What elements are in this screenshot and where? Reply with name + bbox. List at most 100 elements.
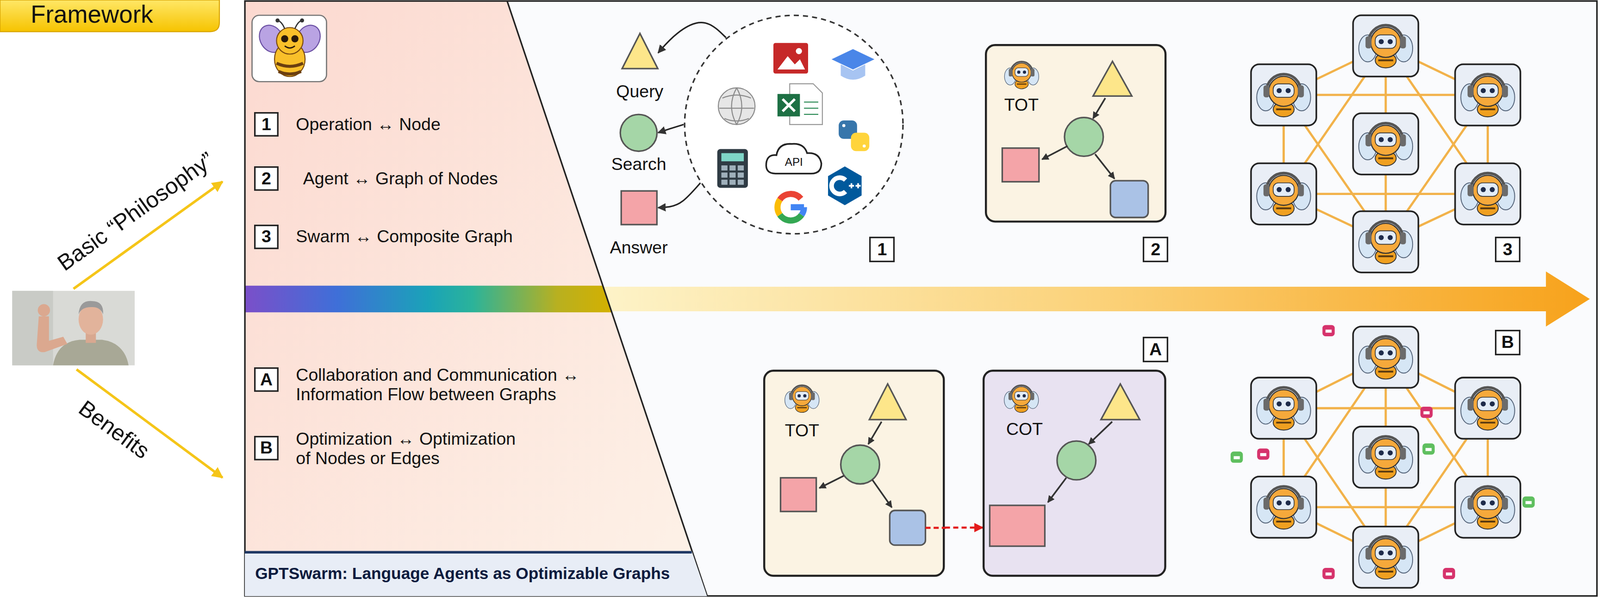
agent-swarm (1285, 87, 1291, 94)
agent-swarm (1263, 85, 1270, 98)
tool-arrow (658, 182, 701, 208)
tool-circle-outline (717, 149, 748, 188)
agent-swarm (1400, 232, 1407, 245)
bee-logo (280, 35, 288, 43)
item-number-box-outline (255, 435, 279, 460)
node-text: 1 (877, 239, 888, 259)
communicating-swarm (1375, 545, 1396, 560)
node-text: TOT (784, 420, 820, 440)
panel-divider (507, 0, 708, 596)
agent-swarm (1268, 175, 1299, 206)
panel-number-outline (1495, 329, 1520, 355)
communicating-swarm (1365, 347, 1372, 360)
agent-panel-outline (982, 369, 1167, 577)
text-holder: 3 (261, 226, 272, 247)
communicating-swarm (1375, 345, 1396, 360)
agent-panel-outline (1011, 62, 1031, 82)
agent-panel-outline (795, 391, 810, 400)
communicating-swarm (1501, 398, 1508, 411)
communicating-swarm (1370, 438, 1401, 469)
communicating-swarm (1285, 400, 1291, 406)
tool-circle-outline (790, 204, 805, 211)
panel-number: 2 (1142, 236, 1169, 262)
communicating-swarm (1365, 447, 1372, 460)
progress-arrow (603, 271, 1590, 327)
agent-swarm (1251, 162, 1317, 225)
communicating-swarm (1268, 488, 1299, 519)
communicating-swarm (1480, 400, 1486, 406)
bee-logo (276, 27, 303, 54)
tool-circle: API (683, 14, 904, 235)
agent-panel-outline (890, 510, 926, 545)
arrow-label: Benefits (74, 395, 155, 464)
communicating-swarm (1387, 549, 1393, 555)
agent-swarm (1455, 64, 1521, 126)
text-holder: B (260, 437, 273, 458)
agent-swarm (1477, 182, 1499, 197)
agent-swarm (1352, 15, 1419, 77)
agent-swarm (1455, 162, 1521, 225)
tool-circle-outline (766, 143, 822, 174)
item-number-box: 3 (254, 224, 279, 250)
agent-swarm (1501, 184, 1508, 197)
bee-logo (291, 35, 299, 43)
agent-swarm (1370, 125, 1401, 156)
agent-panel-outline (810, 392, 815, 400)
communicating-swarm (1378, 370, 1394, 373)
agent-panel-outline (1016, 70, 1021, 74)
communicating-swarm (1276, 400, 1282, 406)
communicating-swarm (1263, 497, 1270, 510)
tool-circle-outline (777, 199, 780, 215)
agent-panel-outline (1014, 391, 1029, 400)
tool-circle-outline (718, 87, 755, 125)
communicating-swarm (1285, 499, 1291, 505)
tool-circle-outline (773, 43, 809, 74)
agent-swarm (1251, 15, 1521, 273)
text-holder: TOT (784, 420, 820, 441)
list-text: Collaboration and Communication ↔ Inform… (295, 364, 579, 404)
communicating-swarm (1251, 476, 1317, 538)
communicating-swarm (1352, 326, 1419, 388)
text-holder: B (1501, 332, 1514, 352)
agent-panel-outline (1057, 440, 1096, 480)
communicating-swarm (1297, 497, 1304, 510)
text-holder: Operation ↔ Node (295, 114, 441, 135)
search-circle: Search (619, 113, 659, 153)
panel-number-outline (1143, 337, 1168, 362)
communicating-swarm (1322, 324, 1335, 337)
agent-swarm (1400, 134, 1407, 147)
agent-swarm (1477, 83, 1499, 98)
agent-swarm (1480, 108, 1495, 111)
tool-circle-outline (842, 124, 846, 128)
tool-circle-outline (721, 172, 728, 178)
panel-number: B (1494, 329, 1521, 355)
tool-circle-outline (782, 99, 795, 112)
title-band: GPTSwarm: Language Agents as Optimizable… (244, 550, 708, 596)
node-text: B (260, 437, 273, 457)
communicating-swarm (1230, 324, 1535, 588)
agent-panel-outline (819, 475, 844, 488)
agent-panel-outline (989, 504, 1046, 546)
tool-circle-outline (862, 144, 866, 148)
agent-panel-outline (1110, 180, 1149, 218)
agent-swarm (1480, 87, 1486, 94)
agent-panel-outline (985, 44, 1166, 222)
communicating-swarm (1257, 448, 1270, 460)
text-holder: Benefits (74, 395, 155, 464)
communicating-swarm (1455, 476, 1521, 538)
agent-swarm (1365, 36, 1372, 49)
communicating-swarm (1273, 495, 1295, 510)
node-text: Answer (610, 237, 668, 257)
communicating-swarm (1378, 570, 1394, 573)
communicating-swarm (1233, 455, 1240, 460)
agent-panel-outline (763, 369, 945, 577)
text-holder: A (260, 369, 273, 390)
communicating-swarm (1370, 538, 1401, 569)
list-text: Swarm ↔ Composite Graph (295, 226, 513, 246)
agent-panel-outline (1095, 154, 1115, 179)
text-holder: 3 (1502, 239, 1513, 260)
agent-swarm (1480, 186, 1486, 193)
agent-panel-outline (797, 393, 801, 397)
agent-panel-outline (1030, 68, 1034, 76)
communicating-swarm (1445, 572, 1452, 576)
